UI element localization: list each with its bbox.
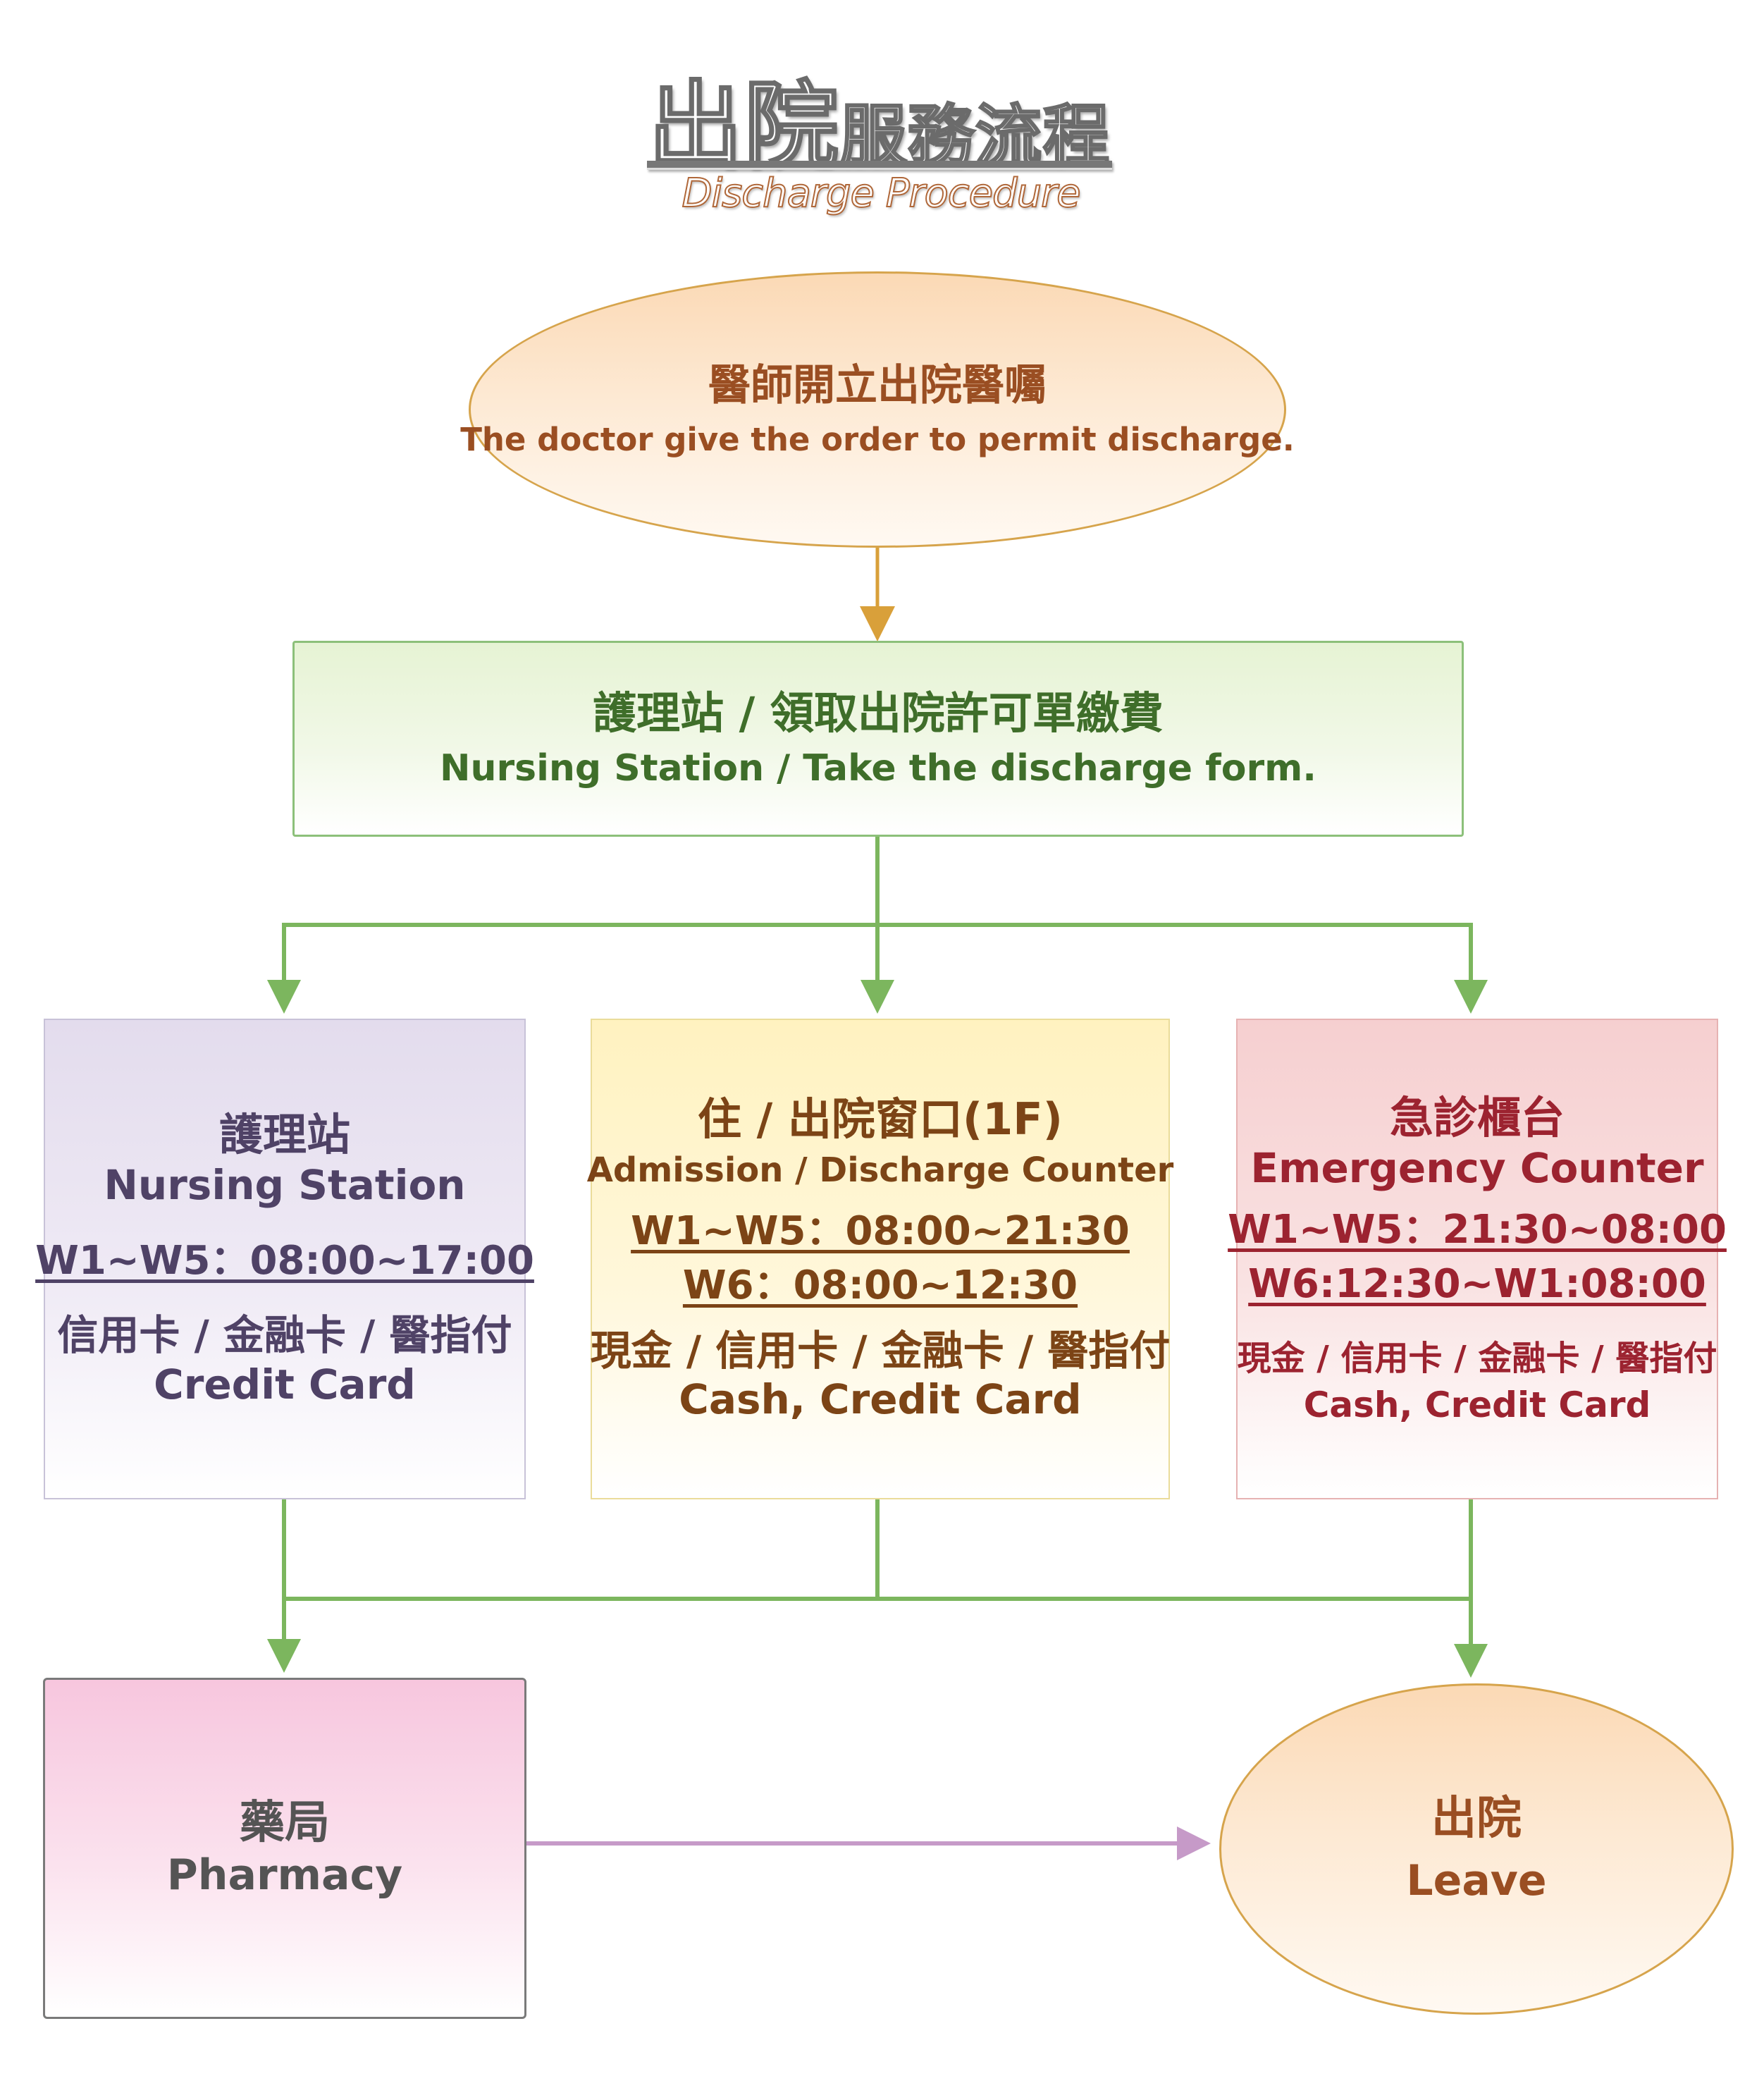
emergency-counter-payment-zh: 現金 / 信用卡 / 金融卡 / 醫指付: [1237, 1339, 1717, 1379]
node-leave: 出院 Leave: [1219, 1683, 1734, 2015]
nurse-station-payment-zh: 信用卡 / 金融卡 / 醫指付: [57, 1310, 512, 1359]
admission-counter-zh: 住 / 出院窗口(1F): [698, 1093, 1063, 1146]
nurse-station-zh: 護理站: [218, 1108, 350, 1160]
emergency-counter-zh: 急診櫃台: [1389, 1092, 1565, 1144]
emergency-counter-en: Emergency Counter: [1250, 1144, 1704, 1193]
pharmacy-en: Pharmacy: [166, 1850, 403, 1901]
emergency-counter-payment-en: Cash, Credit Card: [1303, 1384, 1651, 1425]
title-underline: [647, 161, 1112, 170]
admission-counter-payment-en: Cash, Credit Card: [679, 1375, 1082, 1424]
admission-counter-hours-saturday: W6：08:00~12:30: [682, 1263, 1078, 1309]
page-subtitle: Discharge Procedure: [681, 170, 1081, 217]
node-nursing-station-form: 護理站 / 領取出院許可單繳費 Nursing Station / Take t…: [292, 641, 1464, 837]
admission-counter-en: Admission / Discharge Counter: [586, 1150, 1174, 1190]
title-block: 出院服務流程 Discharge Procedure: [634, 49, 1128, 217]
nursing-form-en: Nursing Station / Take the discharge for…: [439, 747, 1317, 790]
nurse-station-hours: W1~W5：08:00~17:00: [35, 1237, 534, 1284]
nurse-station-payment-en: Credit Card: [154, 1360, 416, 1408]
pharmacy-zh: 藥局: [240, 1796, 330, 1849]
leave-en: Leave: [1406, 1856, 1547, 1906]
nursing-form-zh: 護理站 / 領取出院許可單繳費: [593, 687, 1164, 739]
doctor-order-zh: 醫師開立出院醫囑: [708, 361, 1047, 410]
emergency-counter-hours-weekend: W6:12:30~W1:08:00: [1248, 1261, 1706, 1308]
doctor-order-en: The doctor give the order to permit disc…: [460, 421, 1295, 458]
node-pharmacy: 藥局 Pharmacy: [43, 1678, 526, 2019]
leave-zh: 出院: [1431, 1792, 1522, 1845]
node-nursing-station: 護理站 Nursing Station W1~W5：08:00~17:00 信用…: [35, 1019, 534, 1499]
node-doctor-order: 醫師開立出院醫囑 The doctor give the order to pe…: [460, 271, 1295, 548]
admission-counter-payment-zh: 現金 / 信用卡 / 金融卡 / 醫指付: [590, 1326, 1171, 1375]
nurse-station-en: Nursing Station: [104, 1161, 466, 1210]
emergency-counter-hours-weekday: W1~W5：21:30~08:00: [1228, 1207, 1727, 1253]
node-emergency-counter: 急診櫃台 Emergency Counter W1~W5：21:30~08:00…: [1228, 1019, 1727, 1499]
node-admission-counter: 住 / 出院窗口(1F) Admission / Discharge Count…: [587, 1019, 1173, 1499]
admission-counter-hours-weekday: W1~W5：08:00~21:30: [631, 1208, 1130, 1255]
